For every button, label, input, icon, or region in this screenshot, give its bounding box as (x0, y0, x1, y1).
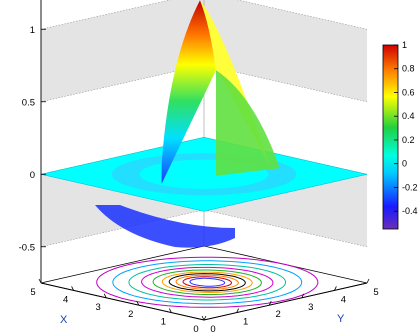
y-axis-ticks: 0 1 2 3 4 5 (203, 278, 379, 333)
y-tick-label: 0 (210, 324, 215, 333)
colorbar-tick-label: 0.8 (402, 64, 415, 74)
surface-mesh (161, 0, 280, 184)
x-tick-label: 5 (30, 287, 35, 298)
contour-line (112, 260, 303, 305)
contour-line (175, 274, 239, 290)
x-tick-label: 4 (63, 294, 68, 305)
y-tick-label: 4 (341, 294, 346, 305)
surface-tail (216, 70, 280, 176)
y-tick (268, 301, 272, 306)
x-tick (103, 293, 107, 298)
z-tick-label: 1 (30, 25, 35, 36)
contour-line (182, 276, 233, 289)
x-tick (169, 308, 172, 313)
colorbar-tick-label: -0.4 (402, 206, 418, 216)
x-tick (136, 301, 140, 306)
y-tick (236, 308, 239, 313)
x-tick (38, 278, 42, 284)
contour-line (128, 264, 286, 301)
z-tick-label: -0.5 (19, 242, 35, 253)
y-tick (366, 278, 370, 284)
x-tick (71, 286, 74, 291)
contour-line (161, 271, 253, 294)
x-axis-label: X (60, 314, 68, 326)
x-tick (201, 315, 205, 321)
wall-band (204, 0, 367, 102)
x-tick-label: 2 (128, 309, 133, 320)
y-tick-label: 1 (243, 317, 248, 328)
colorbar-tick-label: 0.2 (402, 135, 415, 145)
colorbar-tick-label: -0.2 (402, 182, 418, 192)
contour-line (189, 277, 226, 287)
y-axis-label: Y (337, 313, 345, 325)
colorbar-ticks: 1 0.8 0.6 0.4 0.2 0 -0.2 -0.4 (394, 40, 418, 216)
y-tick (301, 293, 305, 298)
colorbar-tick-label: 0.6 (402, 87, 415, 97)
x-axis-ticks: 5 4 3 2 1 0 (30, 278, 205, 333)
z-axis-ticks: -0.500.511.5 (19, 25, 46, 253)
y-tick (203, 315, 207, 321)
y-tick-label: 5 (373, 287, 378, 298)
colorbar-gradient (382, 44, 399, 230)
contour-line (96, 256, 319, 308)
z-tick-label: 0 (30, 170, 35, 181)
wall-band (41, 0, 204, 102)
colorbar-tick-label: 1 (402, 40, 407, 50)
colorbar-tick-label: 0 (402, 159, 407, 169)
colorbar-tick-label: 0.4 (402, 111, 415, 121)
z-tick-label: 0.5 (22, 97, 35, 108)
trough (95, 205, 235, 248)
x-tick-label: 3 (96, 302, 101, 313)
contour-line (168, 273, 246, 292)
surface-front (161, 0, 216, 184)
y-tick-label: 3 (308, 302, 313, 313)
contour-line (141, 266, 274, 298)
x-tick-label: 0 (193, 324, 198, 333)
colorbar: 1 0.8 0.6 0.4 0.2 0 -0.2 -0.4 (382, 40, 418, 230)
y-tick-label: 2 (276, 309, 281, 320)
contour-line (152, 269, 262, 296)
x-tick-label: 1 (161, 317, 166, 328)
y-tick (334, 286, 337, 291)
